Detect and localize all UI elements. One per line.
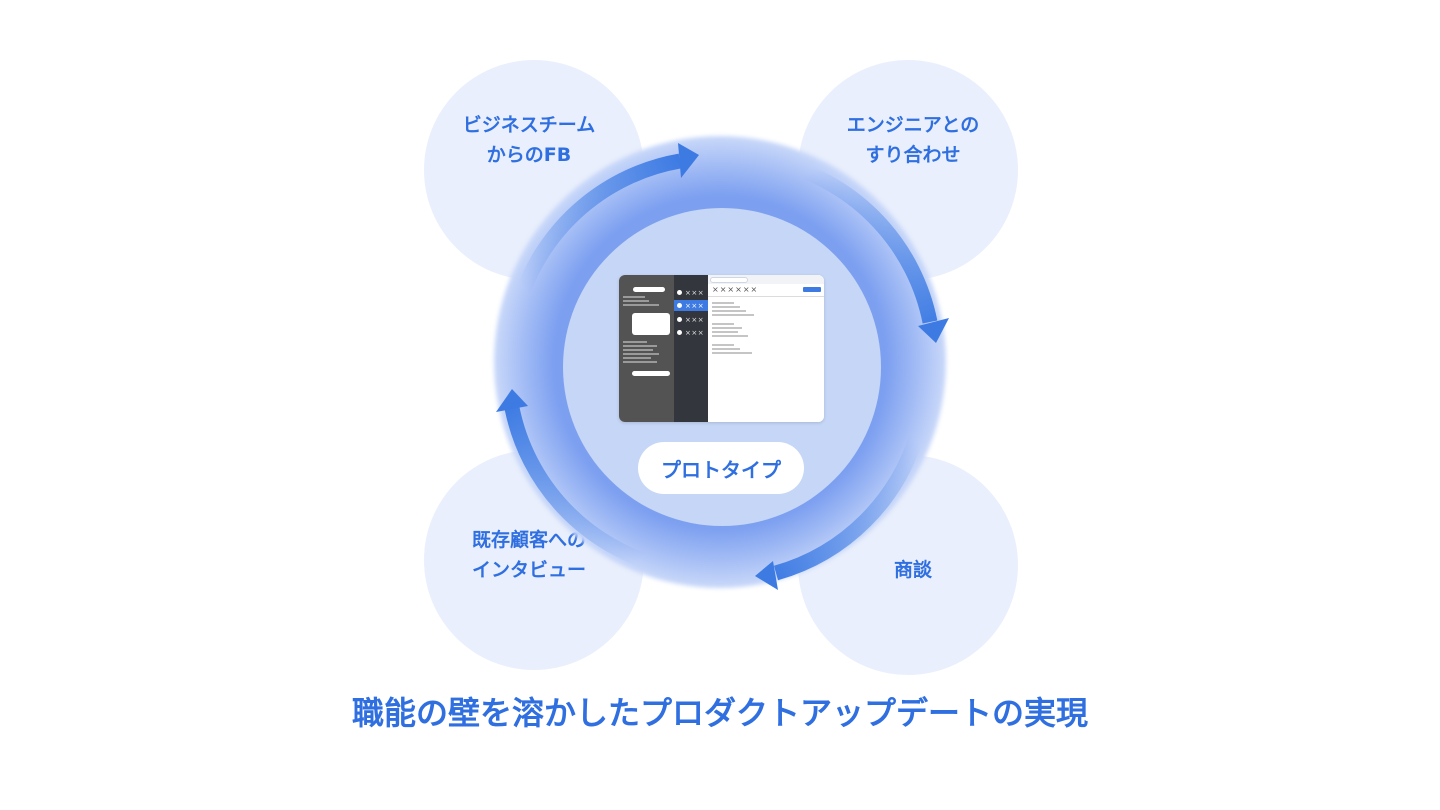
- mockup-sidebar: [619, 275, 674, 422]
- mockup-channel: ×××: [674, 314, 708, 325]
- mockup-pill: [633, 287, 665, 292]
- mockup-line: [623, 345, 657, 347]
- mockup-line: [712, 310, 746, 312]
- cycle-arrow-icon: [780, 156, 949, 343]
- mockup-channel-list: ××× ××× ××× ×××: [674, 275, 708, 422]
- bubble-label: エンジニアとの すり合わせ: [847, 110, 979, 170]
- mockup-line: [712, 335, 748, 337]
- mockup-line: [712, 302, 734, 304]
- app-mockup: ××× ××× ××× ××× ××××××: [619, 275, 824, 422]
- bubble-line: ビジネスチーム: [462, 114, 596, 136]
- mockup-line: [712, 348, 740, 350]
- mockup-channel: ×××: [674, 327, 708, 338]
- cycle-arrow-icon: [496, 389, 664, 574]
- tagline: 職能の壁を溶かしたプロダクトアップデートの実現: [351, 694, 1088, 732]
- mockup-line: [712, 344, 734, 346]
- prototype-label: プロトタイプ: [638, 442, 804, 494]
- bubble-line: 商談: [893, 559, 932, 581]
- mockup-channel-label: ×××: [685, 301, 705, 310]
- mockup-line: [623, 304, 659, 306]
- mockup-card: [632, 313, 670, 335]
- mockup-search: [710, 277, 748, 283]
- mockup-line: [623, 341, 647, 343]
- mockup-channel-dot: [677, 317, 682, 322]
- mockup-divider: [708, 296, 824, 297]
- mockup-pill: [632, 371, 670, 376]
- mockup-line: [712, 306, 740, 308]
- mockup-topbar: [708, 275, 824, 284]
- mockup-channel-label: ×××: [685, 328, 705, 337]
- cycle-arrow-icon: [513, 143, 699, 300]
- mockup-line: [712, 352, 752, 354]
- bubble-line: 既存顧客への: [471, 529, 586, 551]
- mockup-title: ××××××: [712, 285, 759, 294]
- mockup-line: [712, 323, 734, 325]
- cycle-arrow-icon: [755, 428, 926, 590]
- mockup-channel-label: ×××: [685, 288, 705, 297]
- mockup-line: [623, 296, 645, 298]
- mockup-main: ××××××: [708, 275, 824, 422]
- mockup-channel-dot: [677, 303, 682, 308]
- bubble-line: エンジニアとの: [846, 114, 980, 136]
- bubble-line: すり合わせ: [865, 144, 961, 166]
- mockup-line: [712, 314, 754, 316]
- mockup-channel: ×××: [674, 287, 708, 298]
- mockup-line: [623, 361, 657, 363]
- mockup-channel-dot: [677, 330, 682, 335]
- mockup-channel-dot: [677, 290, 682, 295]
- mockup-button: [803, 287, 821, 292]
- bubble-label: 既存顧客への インタビュー: [472, 525, 586, 585]
- mockup-line: [623, 349, 653, 351]
- mockup-line: [623, 357, 651, 359]
- mockup-line: [712, 331, 738, 333]
- bubble-sales-meeting: 商談: [798, 455, 1018, 675]
- bubble-label: 商談: [894, 555, 932, 585]
- mockup-line: [712, 327, 742, 329]
- prototype-label-text: プロトタイプ: [661, 457, 781, 482]
- mockup-line: [623, 353, 659, 355]
- mockup-channel-active: ×××: [674, 300, 708, 311]
- bubble-line: インタビュー: [471, 559, 586, 581]
- mockup-line: [623, 300, 649, 302]
- bubble-line: からのFB: [486, 144, 572, 166]
- bubble-label: ビジネスチーム からのFB: [463, 110, 595, 170]
- mockup-channel-label: ×××: [685, 315, 705, 324]
